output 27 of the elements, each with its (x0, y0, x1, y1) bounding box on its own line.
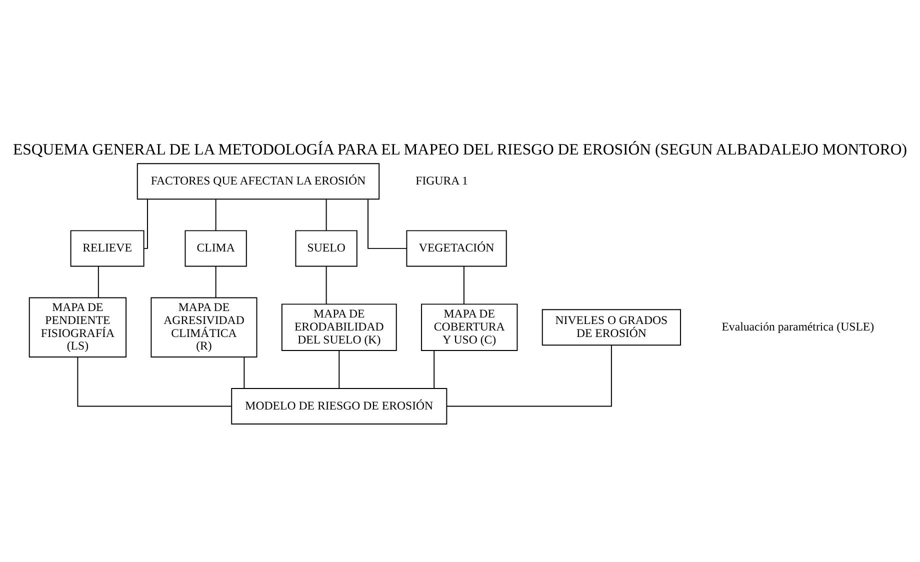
node-box: MAPA DE COBERTURA Y USO (C) (421, 304, 518, 352)
node-box: RELIEVE (70, 230, 144, 267)
node-box: MAPA DE AGRESIVIDAD CLIMÁTICA (R) (150, 297, 258, 358)
node-box: MODELO DE RIESGO DE EROSIÓN (231, 388, 448, 425)
node-box: CLIMA (184, 230, 247, 267)
node-box: VEGETACIÓN (406, 230, 507, 267)
connector (215, 198, 216, 231)
connector (77, 356, 232, 407)
connector (326, 198, 327, 231)
connector (244, 356, 245, 389)
diagram-title: ESQUEMA GENERAL DE LA METODOLOGÍA PARA EL MAPEO DEL RIESGO DE EROSIÓN (SEGUN ALBADALEJO MONTORO) (13, 142, 907, 159)
node-box: MAPA DE ERODABILIDAD DEL SUELO (K) (281, 304, 397, 352)
node-box: NIVELES O GRADOS DE EROSIÓN (542, 309, 681, 346)
node-box: FACTORES QUE AFECTAN LA EROSIÓN (136, 163, 380, 200)
connector (446, 344, 612, 407)
label: Evaluación paramétrica (USLE) (722, 319, 874, 334)
connector (338, 350, 340, 389)
connector (326, 266, 327, 305)
connector (463, 266, 464, 305)
connector (368, 198, 408, 249)
label: FIGURA 1 (416, 173, 468, 188)
connector (98, 266, 99, 298)
node-box: SUELO (295, 230, 358, 267)
connector (144, 198, 148, 249)
connector (434, 350, 435, 389)
node-box: MAPA DE PENDIENTE FISIOGRAFÍA (LS) (28, 297, 127, 358)
connector (215, 266, 216, 298)
